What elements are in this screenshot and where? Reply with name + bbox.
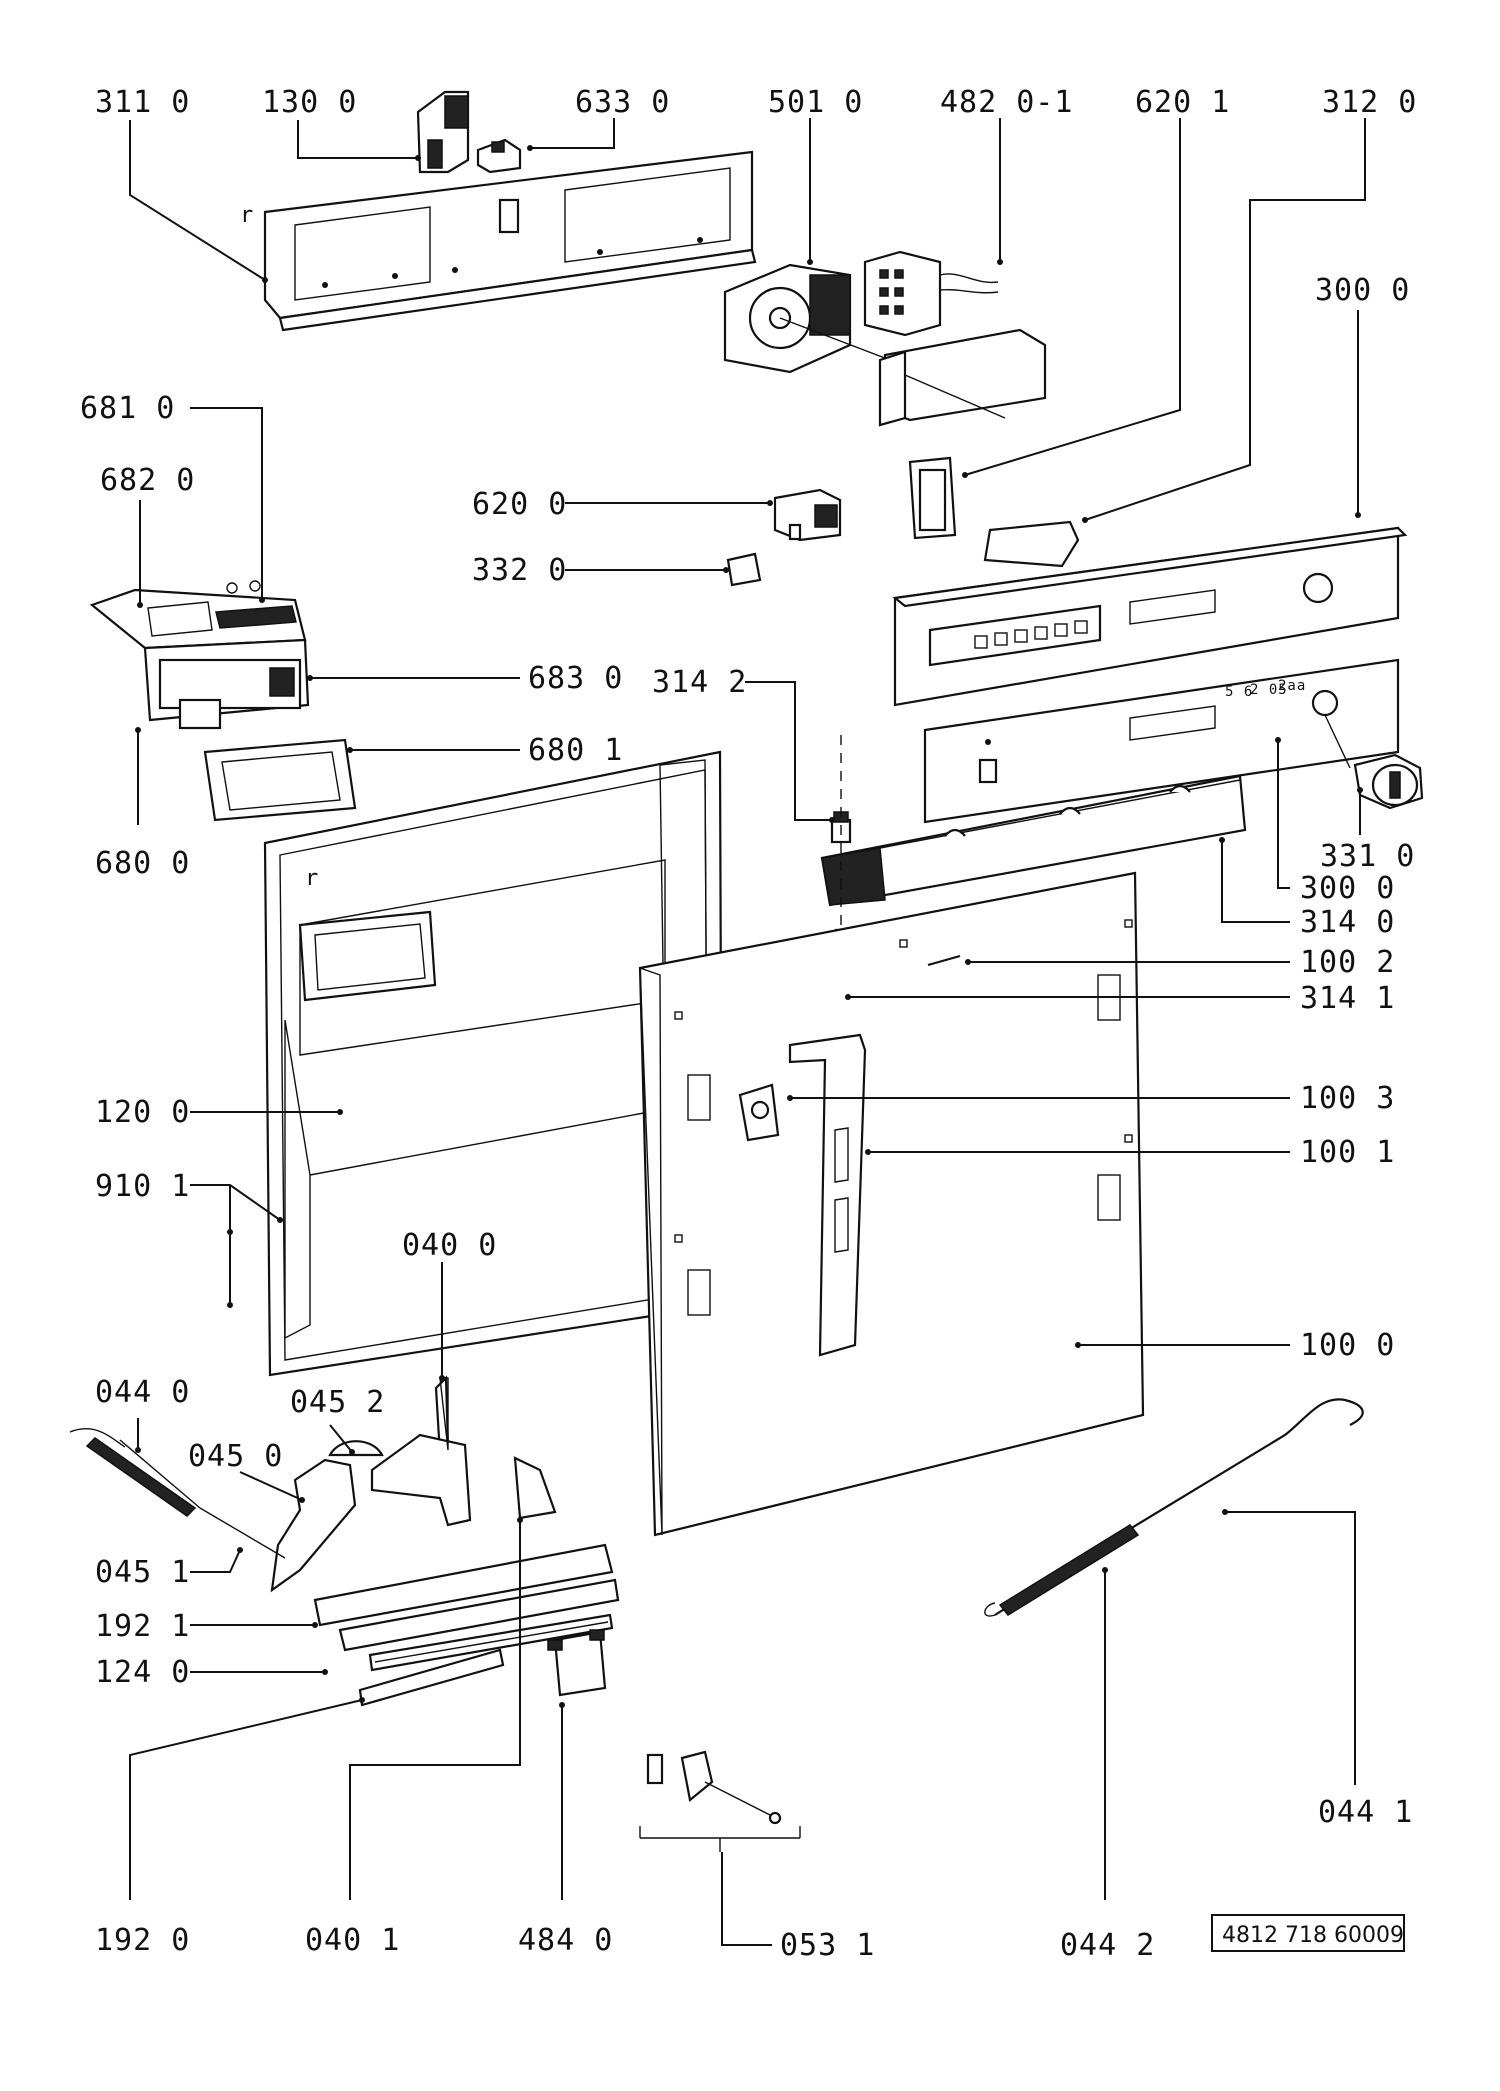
- label-633-0: 633 0: [575, 85, 670, 120]
- label-044-0: 044 0: [95, 1375, 190, 1410]
- label-100-1: 100 1: [1300, 1135, 1395, 1170]
- part-680-0-dispenser: [89, 580, 310, 730]
- label-100-0: 100 0: [1300, 1328, 1395, 1363]
- label-332-0: 332 0: [472, 553, 567, 588]
- label-331-0: 331 0: [1320, 839, 1415, 874]
- label-124-0: 124 0: [95, 1655, 190, 1690]
- part-labels: 311 0 130 0 633 0 501 0 482 0-1 620 1 31…: [80, 85, 1417, 1963]
- part-332-0-cube: [726, 552, 762, 587]
- part-100-0-outer-door: [638, 871, 1145, 1537]
- part-620-0-switch: [773, 488, 842, 542]
- frame-r-mark: r: [305, 866, 319, 891]
- part-040-1-endpiece: [513, 1456, 557, 1520]
- label-045-1: 045 1: [95, 1555, 190, 1590]
- label-300-0: 300 0: [1300, 871, 1395, 906]
- part-040-0-hinge: [370, 1375, 472, 1527]
- part-300-0-inner-panel: 5 6 2 05 2aa: [923, 658, 1400, 824]
- part-482-0-1-connector: [863, 250, 999, 337]
- panel-mark-3: 2aa: [1278, 678, 1306, 694]
- label-620-0: 620 0: [472, 487, 567, 522]
- panel-mark-2: 2 05: [1250, 682, 1288, 698]
- label-312-0: 312 0: [1322, 85, 1417, 120]
- label-044-1: 044 1: [1318, 1795, 1413, 1830]
- label-100-2: 100 2: [1300, 945, 1395, 980]
- label-680-1: 680 1: [528, 733, 623, 768]
- label-484-0: 484 0: [518, 1923, 613, 1958]
- part-timer-bracket: [878, 328, 1047, 427]
- label-045-0: 045 0: [188, 1439, 283, 1474]
- part-192-1-rail: [313, 1543, 620, 1652]
- leader-lines: [129, 118, 1366, 1946]
- part-501-0-timer-motor: [723, 263, 891, 374]
- part-100-2-pin: [927, 954, 961, 967]
- reference-code-box: 4812 718 60009: [1211, 1914, 1405, 1952]
- label-192-1: 192 1: [95, 1609, 190, 1644]
- label-100-3: 100 3: [1300, 1081, 1395, 1116]
- part-311-0-top-rail: r: [240, 150, 757, 332]
- label-682-0: 682 0: [100, 463, 195, 498]
- part-680-1-gasket: [203, 738, 357, 822]
- part-053-1-clip-set: [639, 1750, 801, 1852]
- part-044-1-spring-rod: [984, 1398, 1364, 1617]
- part-124-0-rail: [368, 1613, 614, 1672]
- label-044-2: 044 2: [1060, 1928, 1155, 1963]
- label-680-0: 680 0: [95, 846, 190, 881]
- part-331-0-knob: [1324, 714, 1424, 810]
- part-044-0-spring: [69, 1428, 286, 1559]
- label-314-2: 314 2: [652, 665, 747, 700]
- label-040-1: 040 1: [305, 1923, 400, 1958]
- rail-r-mark: r: [240, 203, 254, 228]
- part-100-3-latch: [738, 1033, 867, 1357]
- label-683-0: 683 0: [528, 661, 623, 696]
- label-482-0-1: 482 0-1: [940, 85, 1073, 120]
- label-910-1: 910 1: [95, 1169, 190, 1204]
- part-045-2-cap: [328, 1440, 384, 1457]
- label-120-0: 120 0: [95, 1095, 190, 1130]
- label-314-1: 314 1: [1300, 981, 1395, 1016]
- panel-mark-1: 5 6: [1225, 684, 1253, 700]
- part-484-0-plate: [547, 1629, 607, 1697]
- part-620-1-switch-holder: [908, 456, 957, 540]
- label-311-0: 311 0: [95, 85, 190, 120]
- label-300-0-top: 300 0: [1315, 273, 1410, 308]
- label-053-1: 053 1: [780, 1928, 875, 1963]
- part-130-0-bracket: [416, 90, 470, 174]
- part-045-0-lever: [270, 1458, 357, 1593]
- label-130-0: 130 0: [262, 85, 357, 120]
- label-501-0: 501 0: [768, 85, 863, 120]
- label-314-0: 314 0: [1300, 905, 1395, 940]
- part-314-0-handle-strip: [820, 774, 1247, 907]
- reference-code: 4812 718 60009: [1222, 1923, 1404, 1948]
- label-681-0: 681 0: [80, 391, 175, 426]
- label-040-0: 040 0: [402, 1228, 497, 1263]
- part-312-0-button: [983, 520, 1080, 568]
- part-120-0-door-frame: r: [263, 750, 724, 1377]
- part-300-0-control-panel: [892, 526, 1408, 707]
- label-045-2: 045 2: [290, 1385, 385, 1420]
- label-620-1: 620 1: [1135, 85, 1230, 120]
- label-192-0: 192 0: [95, 1923, 190, 1958]
- part-633-0-clip: [476, 138, 522, 174]
